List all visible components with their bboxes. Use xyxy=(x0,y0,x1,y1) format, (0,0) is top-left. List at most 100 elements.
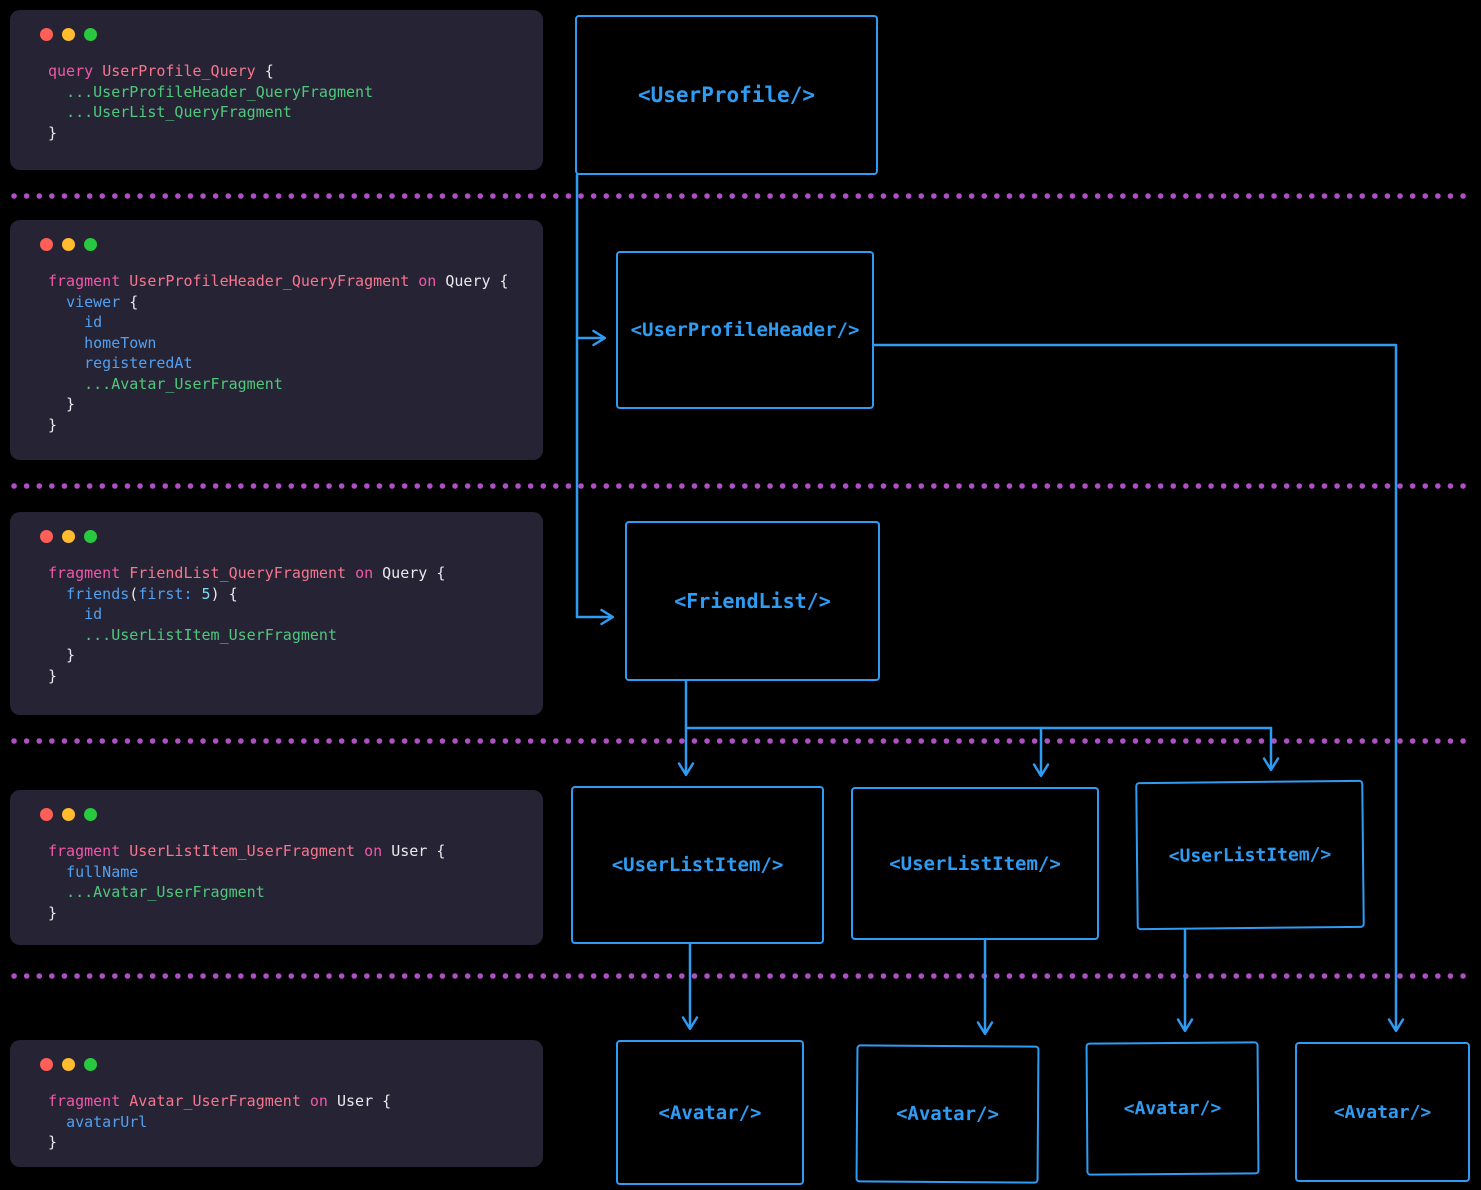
code-token: friends xyxy=(66,584,130,603)
code-token: on xyxy=(309,1092,337,1110)
arrow-userprofileheader-to-avatar4 xyxy=(872,343,1405,1033)
code-window-friendlist-fragment: fragment FriendList_QueryFragment on Que… xyxy=(10,512,543,715)
code-token: fullName xyxy=(66,862,139,881)
code-token xyxy=(48,334,84,352)
component-box-avatar-3: <Avatar/> xyxy=(1085,1041,1260,1176)
friendlist-distributor xyxy=(684,679,1273,730)
minimize-button-icon xyxy=(62,28,75,41)
code-token xyxy=(48,354,84,372)
code-line: ...Avatar_UserFragment xyxy=(48,374,523,395)
code-token xyxy=(48,313,84,331)
code-token: ) xyxy=(210,584,229,603)
code-token: FriendList_QueryFragment xyxy=(129,564,356,582)
component-box-userprofileheader: <UserProfileHeader/> xyxy=(616,251,874,409)
code-block: fragment Avatar_UserFragment on User { a… xyxy=(48,1091,523,1153)
code-token: ...UserProfileHeader_QueryFragment xyxy=(66,82,374,101)
code-token: UserProfile_Query xyxy=(102,62,265,80)
code-token: { xyxy=(129,292,139,311)
component-label: <UserListItem/> xyxy=(889,852,1061,875)
component-label: <UserProfileHeader/> xyxy=(630,319,860,341)
code-line: } xyxy=(48,903,523,924)
code-token: ...UserListItem_UserFragment xyxy=(84,625,337,644)
code-line: viewer { xyxy=(48,292,523,313)
code-token: ( xyxy=(129,584,139,603)
code-token: fragment xyxy=(48,564,130,582)
zoom-button-icon xyxy=(84,808,97,821)
code-window-query: query UserProfile_Query { ...UserProfile… xyxy=(10,10,543,170)
code-line: registeredAt xyxy=(48,353,523,374)
code-line: ...UserProfileHeader_QueryFragment xyxy=(48,82,523,103)
close-button-icon xyxy=(40,28,53,41)
code-line: avatarUrl xyxy=(48,1112,523,1133)
window-controls xyxy=(40,530,523,543)
code-line: } xyxy=(48,645,523,666)
code-token: } xyxy=(48,395,76,413)
close-button-icon xyxy=(40,808,53,821)
code-line: fragment Avatar_UserFragment on User { xyxy=(48,1091,523,1112)
code-window-userprofileheader-fragment: fragment UserProfileHeader_QueryFragment… xyxy=(10,220,543,460)
code-token xyxy=(48,626,84,644)
code-token: { xyxy=(264,62,274,80)
code-token: User xyxy=(391,842,437,860)
code-token: } xyxy=(48,646,76,664)
code-token: avatarUrl xyxy=(66,1112,148,1131)
component-box-userlistitem-1: <UserListItem/> xyxy=(571,786,824,944)
code-token: { xyxy=(228,584,238,603)
window-controls xyxy=(40,808,523,821)
code-window-avatar-fragment: fragment Avatar_UserFragment on User { a… xyxy=(10,1040,543,1167)
code-block: fragment UserListItem_UserFragment on Us… xyxy=(48,841,523,923)
code-line: } xyxy=(48,1132,523,1153)
code-line: } xyxy=(48,394,523,415)
code-token xyxy=(48,1113,66,1131)
code-token xyxy=(48,585,66,603)
code-token: ...Avatar_UserFragment xyxy=(66,883,265,901)
code-token: { xyxy=(436,842,446,860)
code-token: { xyxy=(499,272,509,290)
code-line: id xyxy=(48,604,523,625)
code-line: fullName xyxy=(48,862,523,883)
component-box-friendlist: <FriendList/> xyxy=(625,521,880,681)
code-token: UserListItem_UserFragment xyxy=(129,842,365,860)
code-token: registeredAt xyxy=(84,354,193,372)
close-button-icon xyxy=(40,238,53,251)
code-token: query xyxy=(48,62,103,80)
code-block: fragment UserProfileHeader_QueryFragment… xyxy=(48,271,523,435)
code-token: UserProfileHeader_QueryFragment xyxy=(129,272,419,290)
code-token: id xyxy=(84,605,103,623)
component-box-userlistitem-3: <UserListItem/> xyxy=(1135,779,1365,931)
code-line: ...UserListItem_UserFragment xyxy=(48,625,523,646)
zoom-button-icon xyxy=(84,530,97,543)
code-token: first: xyxy=(138,584,202,603)
component-box-userprofile: <UserProfile/> xyxy=(575,15,878,175)
code-line: id xyxy=(48,312,523,333)
code-line: } xyxy=(48,666,523,687)
code-line: friends(first: 5) { xyxy=(48,584,523,605)
code-block: query UserProfile_Query { ...UserProfile… xyxy=(48,61,523,143)
code-token: on xyxy=(418,272,446,290)
component-label: <UserProfile/> xyxy=(637,83,815,107)
code-token: fragment xyxy=(48,842,130,860)
window-controls xyxy=(40,28,523,41)
component-label: <Avatar/> xyxy=(658,1101,762,1124)
code-token: on xyxy=(364,842,392,860)
code-token: ...UserList_QueryFragment xyxy=(66,103,292,121)
code-token: ...Avatar_UserFragment xyxy=(84,374,283,393)
code-line: } xyxy=(48,123,523,144)
component-label: <UserListItem/> xyxy=(1168,843,1332,867)
code-line: query UserProfile_Query { xyxy=(48,61,523,82)
window-controls xyxy=(40,238,523,251)
code-token xyxy=(48,605,84,623)
code-line: fragment FriendList_QueryFragment on Que… xyxy=(48,563,523,584)
code-token: } xyxy=(48,903,58,922)
zoom-button-icon xyxy=(84,28,97,41)
code-token xyxy=(48,103,66,121)
zoom-button-icon xyxy=(84,1058,97,1071)
code-token: Query xyxy=(445,272,500,290)
component-box-avatar-1: <Avatar/> xyxy=(616,1040,804,1185)
code-token: { xyxy=(382,1092,392,1110)
close-button-icon xyxy=(40,1058,53,1071)
code-line: ...Avatar_UserFragment xyxy=(48,882,523,903)
code-token xyxy=(48,883,66,901)
component-box-userlistitem-2: <UserListItem/> xyxy=(851,787,1099,940)
